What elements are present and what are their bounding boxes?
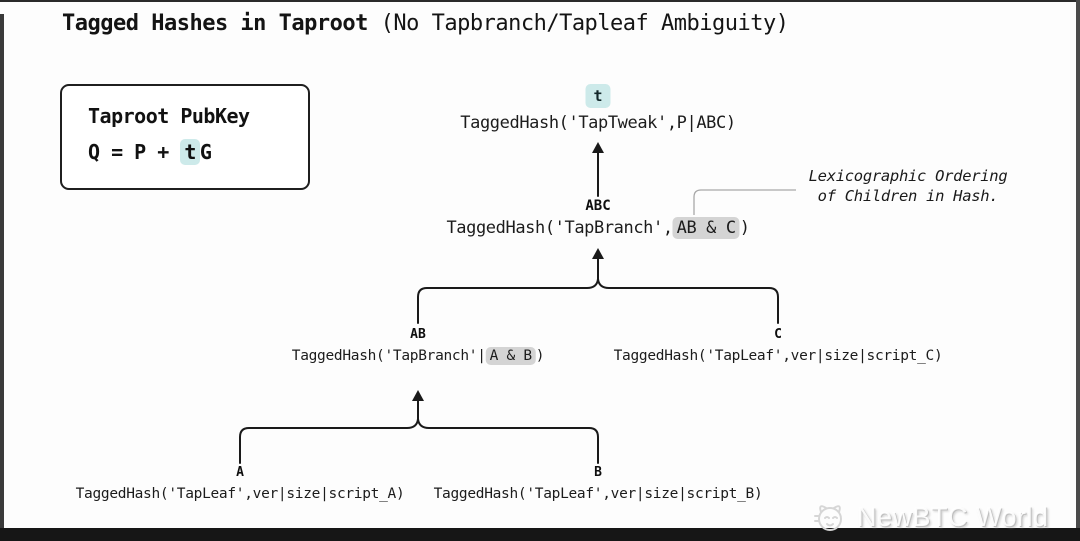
frame-edge-left [0, 14, 4, 541]
frame-edge-bottom [0, 528, 1080, 541]
lexicographic-annotation: Lexicographic Ordering of Children in Ha… [809, 166, 1008, 206]
node-b-label: B [594, 465, 602, 480]
page-title: Tagged Hashes in Taproot (No Tapbranch/T… [62, 11, 789, 36]
node-c-label: C [774, 327, 782, 342]
brace-upper-left [417, 278, 599, 324]
node-abc-hash: TaggedHash('TapBranch',AB & C) [446, 217, 750, 239]
node-b-hash: TaggedHash('TapLeaf',ver|size|script_B) [433, 486, 763, 502]
abc-hash-suffix: ) [739, 218, 750, 238]
frame-edge-right [1076, 0, 1080, 541]
formula-prefix: Q = P + [88, 140, 181, 164]
arrowhead-tweak [592, 142, 604, 153]
ab-hash-prefix: TaggedHash('TapBranch'| [291, 348, 486, 364]
tweak-scalar-highlight: t [180, 139, 200, 165]
node-abc-label: ABC [585, 198, 611, 214]
watermark: NewBTC World [806, 499, 1049, 535]
watermark-text: NewBTC World [857, 501, 1049, 532]
brace-lower-left [239, 418, 419, 464]
node-c-hash: TaggedHash('TapLeaf',ver|size|script_C) [613, 348, 943, 364]
annotation-callout-line [693, 189, 796, 215]
cat-face-icon [814, 505, 842, 531]
arrowhead-abc [592, 248, 604, 259]
ab-hash-suffix: ) [535, 348, 545, 364]
tweak-hash: TaggedHash('TapTweak',P|ABC) [460, 113, 736, 133]
page-title-rest: (No Tapbranch/Tapleaf Ambiguity) [367, 11, 789, 36]
brace-lower-right [417, 418, 599, 464]
abc-children-highlight: AB & C [672, 217, 740, 239]
brace-upper-right [597, 278, 779, 324]
tweak-badge: t [585, 84, 611, 108]
arrowhead-ab [412, 390, 424, 401]
abc-hash-prefix: TaggedHash('TapBranch', [446, 218, 673, 238]
page-title-emphasis: Tagged Hashes in Taproot [62, 11, 368, 36]
frame-edge-top [0, 0, 1080, 2]
node-ab-hash: TaggedHash('TapBranch'|A & B) [291, 347, 545, 365]
node-a-label: A [236, 465, 244, 480]
node-a-hash: TaggedHash('TapLeaf',ver|size|script_A) [75, 486, 405, 502]
formula-suffix: G [199, 140, 212, 164]
annotation-line2: of Children in Hash. [817, 187, 999, 205]
node-ab-label: AB [410, 327, 426, 342]
annotation-line1: Lexicographic Ordering [808, 167, 1008, 185]
ab-children-highlight: A & B [485, 347, 536, 365]
pubkey-box-heading: Taproot PubKey [88, 104, 250, 128]
